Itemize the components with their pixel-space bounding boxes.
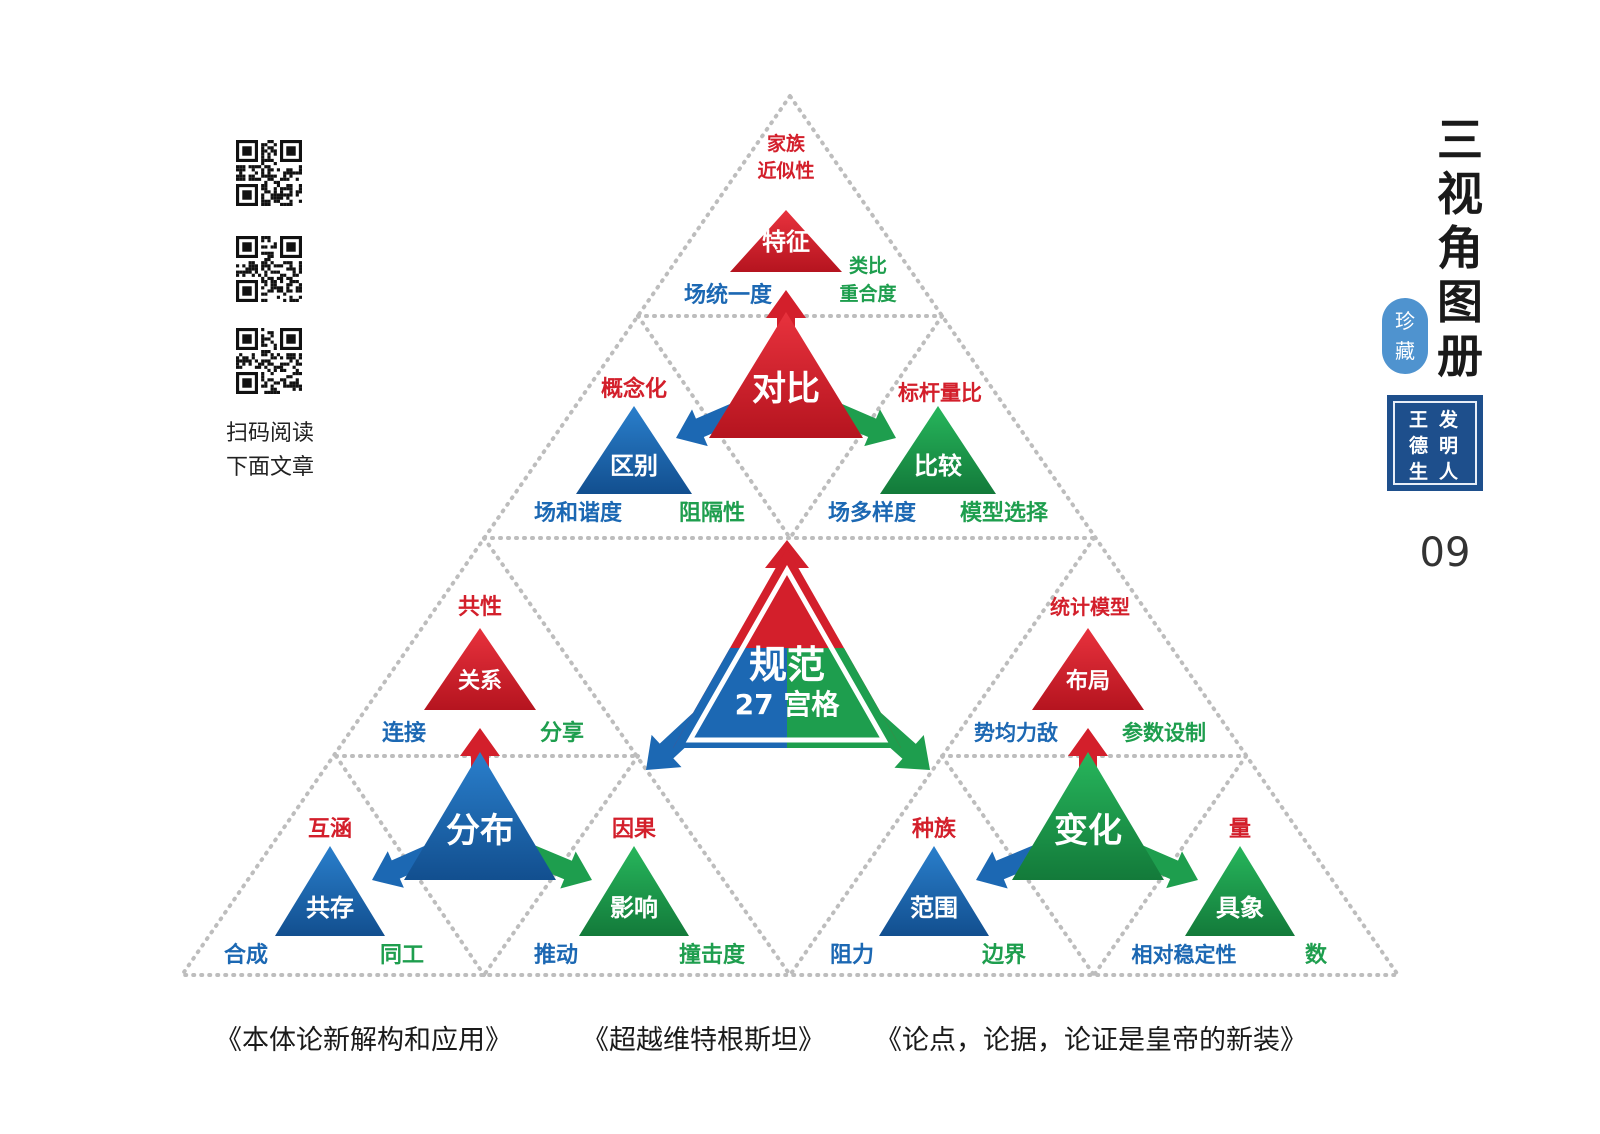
right-apex-left-text: 势均力敌 bbox=[974, 721, 1058, 745]
square-seal-border bbox=[1393, 401, 1477, 485]
left-group-left-triangle bbox=[275, 846, 385, 936]
left-left-bottom-right-text: 同工 bbox=[380, 943, 424, 968]
qr-code-2[interactable] bbox=[236, 236, 302, 302]
qr-code-3[interactable] bbox=[236, 328, 302, 394]
top-group-main-triangle bbox=[709, 312, 863, 438]
right-group-apex-triangle bbox=[1032, 628, 1144, 710]
left-right-bottom-left-text: 推动 bbox=[534, 943, 578, 968]
top-apex-right-line1: 类比 bbox=[849, 254, 887, 277]
brand-title-char-3: 角 bbox=[1437, 221, 1483, 275]
grid-line-br-1 bbox=[940, 754, 1096, 977]
top-group-right-triangle bbox=[880, 406, 996, 494]
left-group-main-label: 分布 bbox=[446, 811, 514, 851]
left-group-apex-label: 关系 bbox=[458, 669, 502, 694]
left-group-main-triangle bbox=[404, 752, 556, 880]
top-group-main-label: 对比 bbox=[752, 369, 820, 409]
right-right-bottom-left-text: 相对稳定性 bbox=[1132, 943, 1237, 967]
book-title-3[interactable]: 《论点，论据，论证是皇帝的新装》 bbox=[875, 1025, 1307, 1056]
round-seal: 珍 藏 bbox=[1382, 298, 1428, 374]
left-right-bottom-right-text: 撞击度 bbox=[679, 942, 746, 968]
center-triangle-outline bbox=[685, 564, 889, 743]
right-group-right-triangle bbox=[1185, 846, 1295, 936]
qr-caption-line1: 扫码阅读 bbox=[225, 421, 314, 446]
left-right-top-text: 因果 bbox=[612, 817, 656, 842]
top-apex-right-line2: 重合度 bbox=[839, 282, 897, 305]
left-left-bottom-left-text: 合成 bbox=[224, 942, 268, 968]
square-seal-char-6: 生 bbox=[1409, 461, 1429, 483]
right-group-main-triangle bbox=[1012, 752, 1164, 880]
square-seal-char-3: 人 bbox=[1439, 461, 1459, 483]
right-left-top-text: 种族 bbox=[912, 816, 957, 842]
left-group-left-label: 共存 bbox=[306, 894, 354, 922]
grid-line-br-2 bbox=[1092, 754, 1248, 977]
brand-title-char-4: 图 bbox=[1437, 275, 1483, 329]
center-label-line1: 规范 bbox=[749, 643, 825, 687]
left-apex-top-text: 共性 bbox=[458, 595, 502, 620]
square-seal-char-5: 德 bbox=[1409, 435, 1429, 457]
right-right-bottom-right-text: 数 bbox=[1305, 942, 1328, 968]
top-group-apex-triangle bbox=[730, 210, 842, 272]
center-label-line2: 27 宫格 bbox=[735, 688, 841, 721]
left-group-apex-triangle bbox=[424, 628, 536, 710]
right-left-bottom-right-text: 边界 bbox=[981, 943, 1026, 968]
book-title-1[interactable]: 《本体论新解构和应用》 bbox=[215, 1025, 512, 1056]
top-right-top-text: 标杆量比 bbox=[898, 381, 982, 405]
top-left-bottom-right-text: 阻隔性 bbox=[679, 501, 745, 526]
qr-caption-line2: 下面文章 bbox=[225, 455, 314, 480]
right-group-left-label: 范围 bbox=[910, 894, 958, 922]
brand-title-char-5: 册 bbox=[1437, 329, 1483, 383]
round-seal-char-1: 珍 bbox=[1395, 309, 1415, 333]
square-seal-char-2: 明 bbox=[1439, 435, 1459, 457]
right-apex-top-text: 统计模型 bbox=[1050, 595, 1130, 619]
top-apex-top-line1: 家族 bbox=[767, 132, 806, 155]
right-right-top-text: 量 bbox=[1229, 817, 1251, 842]
round-seal-char-2: 藏 bbox=[1395, 339, 1415, 363]
top-right-bottom-right-text: 模型选择 bbox=[960, 500, 1049, 526]
top-left-top-text: 概念化 bbox=[601, 376, 667, 402]
left-left-top-text: 互涵 bbox=[308, 817, 352, 842]
square-seal-char-4: 王 bbox=[1409, 409, 1429, 431]
top-left-bottom-left-text: 场和谐度 bbox=[534, 500, 623, 526]
brand-title-char-1: 三 bbox=[1437, 113, 1483, 167]
top-group-left-triangle bbox=[576, 406, 692, 494]
square-seal: 发 明 人 王 德 生 bbox=[1387, 395, 1483, 491]
left-group-right-triangle bbox=[579, 846, 689, 936]
grid-line-bl-2 bbox=[482, 754, 640, 977]
top-apex-top-line2: 近似性 bbox=[757, 159, 814, 182]
left-apex-left-text: 连接 bbox=[382, 720, 426, 746]
right-group-left-triangle bbox=[879, 846, 989, 936]
page-number: 09 bbox=[1419, 530, 1471, 576]
top-group-left-label: 区别 bbox=[610, 452, 658, 480]
top-group-right-label: 比较 bbox=[914, 452, 962, 480]
left-group-right-label: 影响 bbox=[610, 894, 658, 922]
qr-code-1[interactable] bbox=[236, 140, 302, 206]
book-title-2[interactable]: 《超越维特根斯坦》 bbox=[582, 1025, 825, 1056]
top-apex-left-text: 场统一度 bbox=[684, 282, 773, 308]
right-apex-right-text: 参数设制 bbox=[1122, 721, 1206, 745]
outer-triangle bbox=[178, 92, 1402, 977]
square-seal-char-1: 发 bbox=[1439, 409, 1459, 431]
top-right-bottom-left-text: 场多样度 bbox=[828, 500, 917, 526]
top-group-apex-label: 特征 bbox=[762, 228, 810, 256]
right-left-bottom-left-text: 阻力 bbox=[830, 943, 874, 968]
right-group-right-label: 具象 bbox=[1216, 894, 1264, 922]
right-group-main-label: 变化 bbox=[1054, 811, 1122, 851]
right-group-apex-label: 布局 bbox=[1066, 668, 1110, 694]
brand-title-char-2: 视 bbox=[1437, 167, 1483, 221]
left-apex-right-text: 分享 bbox=[540, 720, 584, 746]
